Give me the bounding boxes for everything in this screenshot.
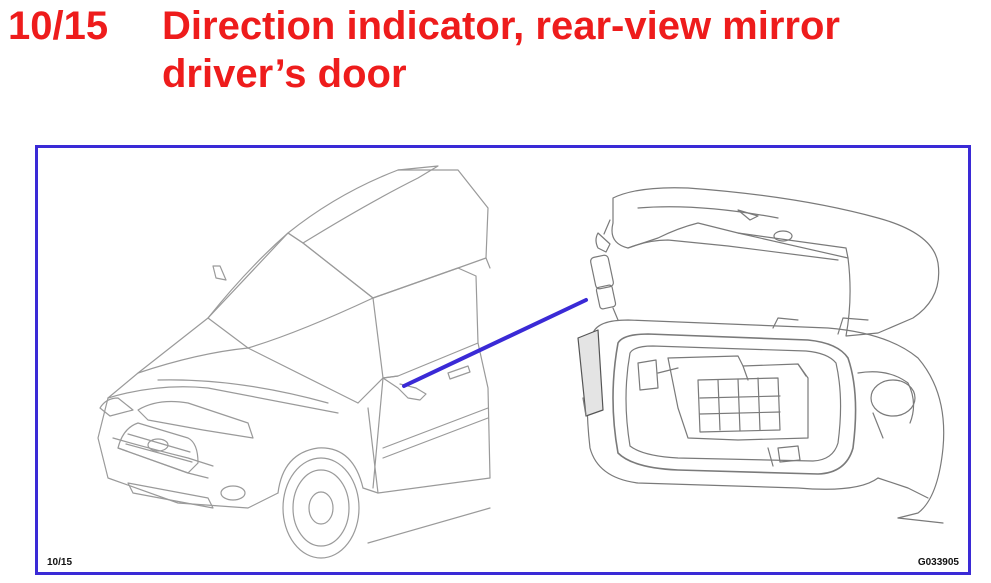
page-title: Direction indicator, rear-view mirror dr… — [162, 2, 982, 98]
figure-code: G033905 — [917, 557, 959, 568]
page-title-line-1: Direction indicator, rear-view mirror — [162, 4, 840, 48]
mirror-assembly-illustration — [577, 187, 945, 524]
figure-frame: 10/15 G033905 — [35, 145, 971, 575]
page-title-number: 10/15 — [8, 4, 109, 48]
figure-reference: 10/15 — [47, 557, 73, 568]
diagram-illustration — [97, 165, 945, 559]
pointer-line — [402, 298, 588, 388]
car-illustration — [97, 165, 491, 559]
page-title-line-2: driver’s door — [162, 52, 407, 96]
